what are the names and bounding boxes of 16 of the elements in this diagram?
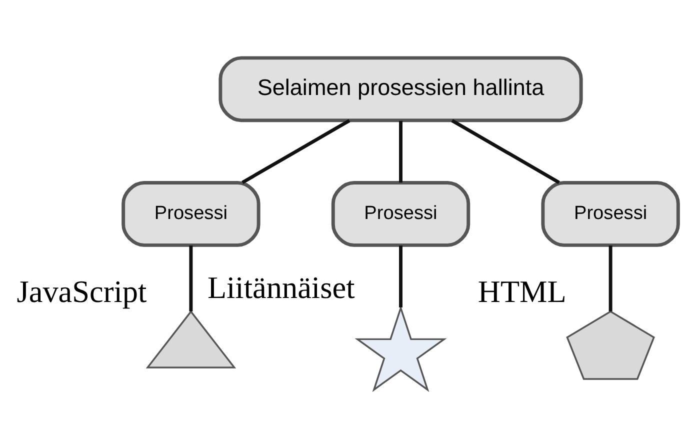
connector bbox=[242, 119, 350, 184]
connector bbox=[399, 246, 402, 308]
node-box: Prosessi bbox=[122, 181, 260, 247]
connector bbox=[189, 246, 193, 312]
node-box: Prosessi bbox=[331, 181, 470, 247]
connector bbox=[451, 119, 560, 184]
node-triangle bbox=[146, 310, 236, 368]
node-label: JavaScript bbox=[16, 274, 147, 309]
node-box: Selaimen prosessien hallinta bbox=[218, 56, 583, 122]
node-pentagon bbox=[566, 310, 655, 380]
connector bbox=[608, 246, 612, 312]
node-label: Liitännäiset bbox=[207, 270, 355, 305]
connector bbox=[399, 120, 402, 183]
node-label: HTML bbox=[478, 274, 566, 309]
node-box: Prosessi bbox=[541, 181, 680, 247]
node-star bbox=[354, 305, 447, 392]
